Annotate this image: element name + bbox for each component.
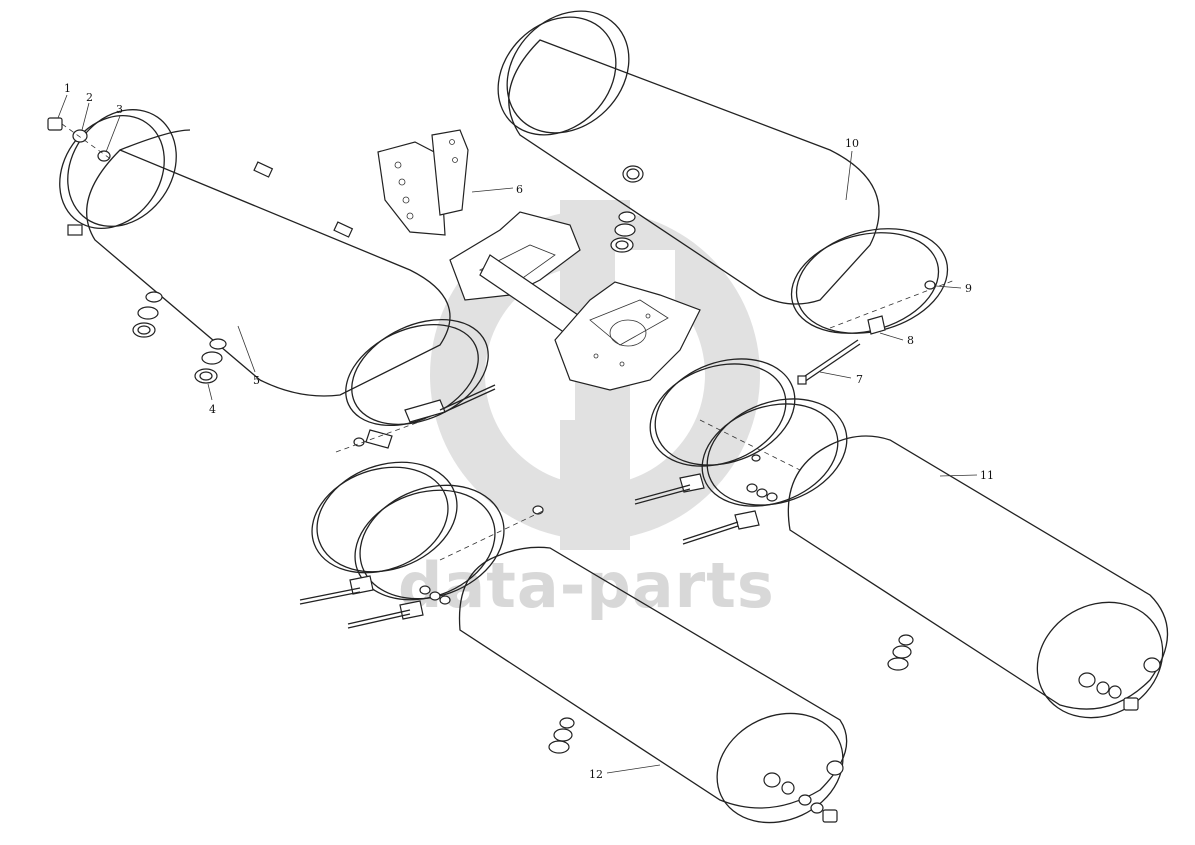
callout-5: 5 xyxy=(237,325,260,387)
svg-text:2: 2 xyxy=(86,91,93,104)
air-tank-5 xyxy=(59,109,451,397)
strap-band-tank-10 xyxy=(790,228,956,385)
air-tank-11 xyxy=(787,435,1169,719)
callout-8: 8 xyxy=(879,332,914,347)
drain-fittings-tank-5 xyxy=(47,117,227,384)
svg-text:3: 3 xyxy=(116,103,123,116)
callout-1: 1 xyxy=(57,82,71,119)
callout-3: 3 xyxy=(105,103,123,153)
strap-band-tank-5 xyxy=(335,319,496,453)
callout-11: 11 xyxy=(939,469,994,482)
callout-10: 10 xyxy=(845,137,859,201)
svg-text:6: 6 xyxy=(516,183,523,196)
callout-9: 9 xyxy=(935,282,972,295)
svg-text:8: 8 xyxy=(907,334,914,347)
callout-6: 6 xyxy=(471,183,523,196)
watermark-text: data-parts xyxy=(398,549,775,622)
svg-text:9: 9 xyxy=(965,282,972,295)
callout-4: 4 xyxy=(207,383,216,416)
svg-text:10: 10 xyxy=(845,137,859,150)
strap-bands-tank-11 xyxy=(634,358,848,545)
svg-text:4: 4 xyxy=(209,403,216,416)
callout-12: 12 xyxy=(589,764,661,781)
strap-bands-tank-12 xyxy=(299,461,546,629)
air-tank-10 xyxy=(497,10,880,305)
svg-text:1: 1 xyxy=(64,82,71,95)
mounting-bracket-6 xyxy=(377,129,701,391)
air-tank-12 xyxy=(458,546,848,824)
svg-text:5: 5 xyxy=(253,374,260,387)
callout-7: 7 xyxy=(819,371,863,386)
svg-text:11: 11 xyxy=(980,469,994,482)
callout-2: 2 xyxy=(81,91,93,131)
svg-text:12: 12 xyxy=(589,768,603,781)
svg-text:7: 7 xyxy=(856,373,863,386)
